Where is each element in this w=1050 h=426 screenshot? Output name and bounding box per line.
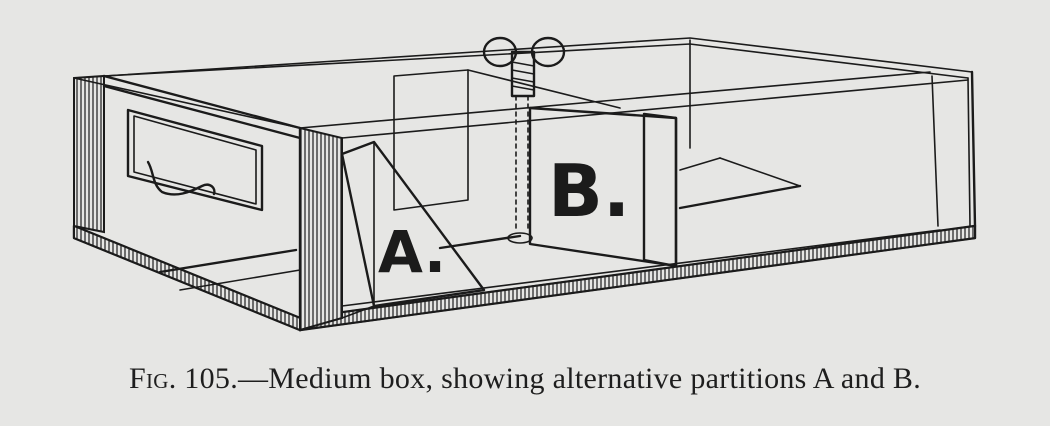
handle-slot [126,108,264,212]
floor-lines [341,157,941,307]
partition-a: A. [340,140,486,319]
caption-text: .—Medium box, showing alternative partit… [230,362,922,395]
partition-b: B. [528,106,678,268]
wing-nut [482,36,566,244]
figure-caption: Fig. 105.—Medium box, showing alternativ… [0,362,1050,396]
drawer-handle [146,160,216,196]
left-end-wall [73,74,343,332]
rear-partition [393,69,621,211]
base-board [72,224,977,332]
top-frame [73,37,977,228]
partition-b-label: B. [548,149,630,233]
box-illustration: A. B. [72,36,977,332]
figure-number: Fig. 105 [128,362,231,395]
partition-a-label: A. [378,218,446,286]
